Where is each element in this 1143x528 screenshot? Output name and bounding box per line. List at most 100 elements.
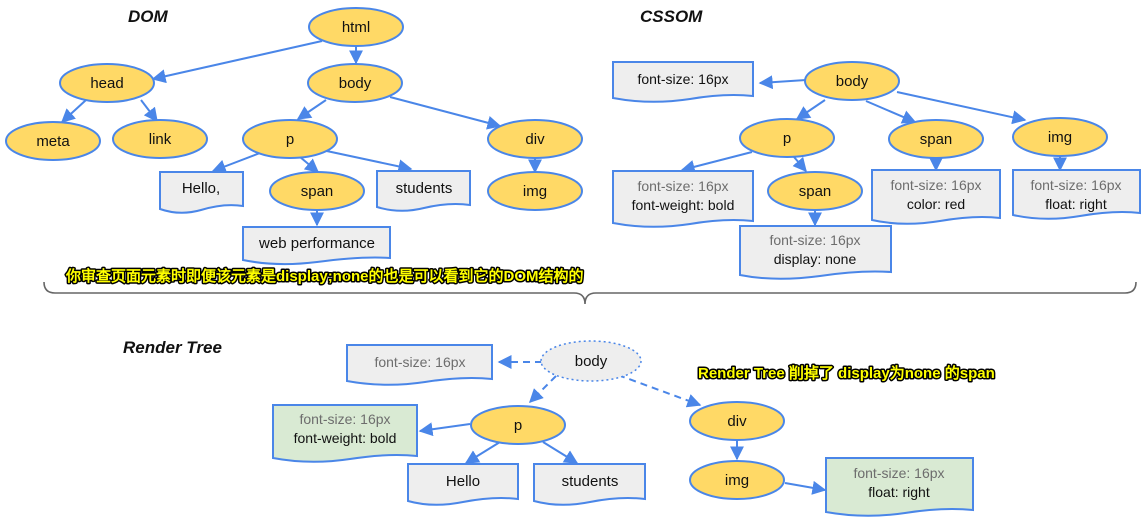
edge-p-hello	[211, 152, 261, 174]
dom-annotation: 你审查页面元素时即便该元素是display;none的也是可以看到它的DOM结构…	[65, 267, 584, 285]
render-doc-p-style-line1: font-size: 16px	[299, 411, 390, 427]
render-doc-img-style-line2: float: right	[868, 484, 930, 500]
dom-doc-web-performance: web performance	[242, 226, 391, 266]
dom-node-link-shape	[112, 119, 208, 159]
edge-body-p	[296, 99, 327, 120]
edge-render-body-p	[529, 375, 557, 403]
edge-render-p-students	[542, 441, 579, 464]
dom-node-div: div	[487, 119, 583, 159]
dom-node-span-label: span	[301, 183, 334, 200]
dom-doc-students: students	[376, 170, 471, 212]
render-tree-title: Render Tree	[123, 338, 222, 357]
edge-head-link	[140, 99, 158, 123]
dom-node-body: body	[307, 63, 403, 103]
dom-node-span: span	[269, 171, 365, 211]
cssom-doc-span-style-line2: color: red	[907, 196, 965, 212]
dom-node-html-label: html	[342, 19, 370, 36]
cssom-node-span-child-shape	[767, 171, 863, 211]
dom-node-meta: meta	[5, 121, 101, 161]
cssom-node-img-shape	[1012, 117, 1108, 157]
dom-node-html: html	[308, 7, 404, 47]
render-doc-img-style-line1: font-size: 16px	[853, 465, 944, 481]
dom-node-div-shape	[487, 119, 583, 159]
cssom-node-span-child-label: span	[799, 183, 832, 200]
dom-node-img-shape	[487, 171, 583, 211]
render-node-body: body	[540, 340, 642, 382]
edge-body-div	[389, 96, 502, 130]
cssom-node-img-label: img	[1048, 129, 1072, 146]
edge-cssom-p-span	[792, 156, 807, 173]
dom-node-span-shape	[269, 171, 365, 211]
cssom-node-p-label: p	[783, 130, 791, 147]
render-node-p-shape	[470, 405, 566, 445]
render-annotation: Render Tree 削掉了 display为none 的span	[698, 364, 995, 382]
cssom-doc-span-child-style-shape	[739, 225, 892, 280]
dom-node-head-shape	[59, 63, 155, 103]
dom-node-img: img	[487, 171, 583, 211]
render-doc-body-style: font-size: 16px	[346, 344, 493, 386]
dom-node-p-label: p	[286, 131, 294, 148]
dom-node-div-label: div	[525, 131, 545, 148]
render-doc-p-style-line2: font-weight: bold	[294, 430, 397, 446]
cssom-doc-span-child-style: font-size: 16px display: none	[739, 225, 892, 280]
edge-render-p-hello	[464, 441, 501, 464]
dom-node-head-label: head	[90, 75, 123, 92]
dom-node-html-shape	[308, 7, 404, 47]
edge-cssom-body-style	[758, 75, 807, 90]
dom-title: DOM	[128, 7, 169, 26]
render-doc-hello: Hello	[407, 463, 519, 506]
cssom-doc-span-style-shape	[871, 169, 1001, 225]
dom-doc-hello: Hello,	[159, 171, 244, 214]
cssom-doc-body-style-label: font-size: 16px	[637, 71, 728, 87]
cssom-title: CSSOM	[640, 7, 703, 26]
render-node-img-label: img	[725, 472, 749, 489]
edge-p-students	[321, 149, 413, 174]
cssom-doc-span-child-style-line1: font-size: 16px	[769, 232, 860, 248]
dom-node-meta-shape	[5, 121, 101, 161]
render-edges	[418, 355, 827, 495]
edge-render-body-div	[617, 374, 702, 408]
dom-edges	[60, 40, 542, 227]
cssom-doc-span-child-style-line2: display: none	[774, 251, 857, 267]
dom-node-body-label: body	[339, 75, 372, 92]
dom-node-link: link	[112, 119, 208, 159]
dom-doc-hello-shape	[159, 171, 244, 214]
render-doc-students-label: students	[562, 473, 619, 490]
cssom-node-body-shape	[804, 61, 900, 101]
render-doc-body-style-shape	[346, 344, 493, 386]
brace	[43, 281, 1137, 305]
edge-cssom-body-p	[795, 99, 826, 120]
render-node-div-label: div	[727, 413, 747, 430]
render-node-img-shape	[689, 460, 785, 500]
edge-p-span	[299, 156, 320, 173]
cssom-node-span-label: span	[920, 131, 953, 148]
cssom-doc-img-style-line1: font-size: 16px	[1030, 177, 1121, 193]
edge-render-p-style	[418, 422, 471, 437]
cssom-doc-img-style-line2: float: right	[1045, 196, 1107, 212]
render-doc-students: students	[533, 463, 646, 506]
cssom-doc-p-style-shape	[612, 170, 754, 228]
cssom-node-span: span	[888, 119, 984, 159]
cssom-doc-span-style-line1: font-size: 16px	[890, 177, 981, 193]
cssom-node-img: img	[1012, 117, 1108, 157]
dom-doc-web-performance-label: web performance	[258, 235, 375, 252]
dom-node-p-shape	[242, 119, 338, 159]
cssom-doc-p-style: font-size: 16px font-weight: bold	[612, 170, 754, 228]
cssom-node-p: p	[739, 118, 835, 158]
dom-doc-students-shape	[376, 170, 471, 212]
edge-render-img-style	[784, 480, 827, 495]
render-node-div-shape	[689, 401, 785, 441]
cssom-doc-span-style: font-size: 16px color: red	[871, 169, 1001, 225]
cssom-doc-p-style-line1: font-size: 16px	[637, 178, 728, 194]
cssom-doc-p-style-line2: font-weight: bold	[632, 197, 735, 213]
cssom-node-body: body	[804, 61, 900, 101]
dom-doc-hello-label: Hello,	[182, 180, 220, 197]
render-node-body-label: body	[575, 353, 608, 370]
render-doc-p-style: font-size: 16px font-weight: bold	[272, 404, 418, 463]
dom-doc-web-performance-shape	[242, 226, 391, 266]
render-doc-img-style-shape	[825, 457, 974, 517]
render-doc-p-style-shape	[272, 404, 418, 463]
render-node-p: p	[470, 405, 566, 445]
